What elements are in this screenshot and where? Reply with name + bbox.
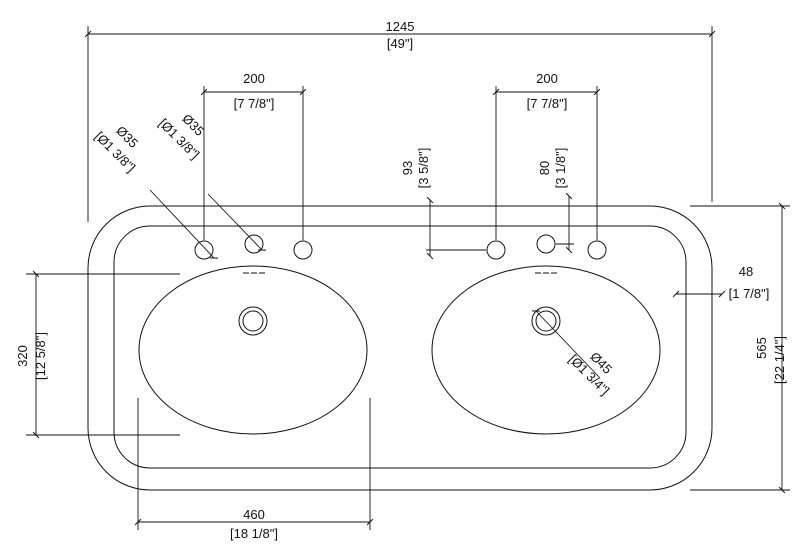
counter-inner-outline — [113, 225, 687, 469]
dim-faucet-spacing-left-in: [7 7/8"] — [234, 96, 275, 111]
faucet-hole-left-1 — [194, 240, 214, 260]
dim-faucet-spacing-left: 200 [7 7/8"] — [200, 71, 307, 240]
dim-hole-offset-80-mm: 80 — [537, 161, 552, 175]
dim-hole-diameter-left-b: Ø35 [Ø1 3/8"] — [156, 111, 267, 251]
dim-overall-depth-in: [22 1/4"] — [772, 336, 787, 384]
dim-bowl-depth-mm: 320 — [15, 345, 30, 367]
dim-overall-width: 1245 [49"] — [84, 19, 716, 222]
dim-rim-width-mm: 48 — [739, 264, 753, 279]
faucet-hole-right-2 — [536, 234, 556, 254]
counter-body — [87, 205, 713, 491]
faucet-hole-right-1 — [486, 240, 506, 260]
dim-hole-diameter-left-a: Ø35 [Ø1 3/8"] — [92, 123, 219, 259]
dim-overall-width-in: [49"] — [387, 36, 413, 51]
dim-hole-offset-80-in: [3 1/8"] — [553, 148, 568, 189]
dim-hole-offset-93-mm: 93 — [400, 161, 415, 175]
dim-overall-depth: 565 [22 1/4"] — [690, 202, 790, 494]
dim-bowl-width: 460 [18 1/8"] — [134, 398, 374, 541]
counter-outer-outline — [87, 205, 713, 491]
dim-hole-offset-93: 93 [3 5/8"] — [400, 148, 486, 260]
faucet-hole-left-2 — [244, 234, 264, 254]
dim-faucet-spacing-right: 200 [7 7/8"] — [492, 71, 601, 240]
dim-faucet-spacing-left-mm: 200 — [243, 71, 265, 86]
dim-hole-offset-93-in: [3 5/8"] — [416, 148, 431, 189]
faucet-hole-right-3 — [587, 240, 607, 260]
faucet-hole-left-3 — [293, 240, 313, 260]
dim-bowl-width-mm: 460 — [243, 507, 265, 522]
dim-bowl-width-in: [18 1/8"] — [230, 526, 278, 541]
left-bowl — [138, 265, 368, 435]
dim-overall-depth-mm: 565 — [754, 337, 769, 359]
dim-hole-offset-80: 80 [3 1/8"] — [537, 148, 574, 254]
dim-rim-width-in: [1 7/8"] — [729, 286, 770, 301]
dim-bowl-depth-in: [12 5/8"] — [33, 332, 48, 380]
right-bowl — [431, 265, 661, 435]
dim-rim-width: 48 [1 7/8"] — [672, 264, 770, 306]
dim-faucet-spacing-right-mm: 200 — [536, 71, 558, 86]
dim-faucet-spacing-right-in: [7 7/8"] — [527, 96, 568, 111]
dim-overall-width-mm: 1245 — [386, 19, 415, 34]
left-drain — [238, 306, 268, 336]
dim-bowl-depth: 320 [12 5/8"] — [15, 270, 180, 439]
right-drain — [531, 306, 561, 336]
dim-drain-diameter: Ø45 [Ø1 3/4"] — [531, 310, 615, 398]
